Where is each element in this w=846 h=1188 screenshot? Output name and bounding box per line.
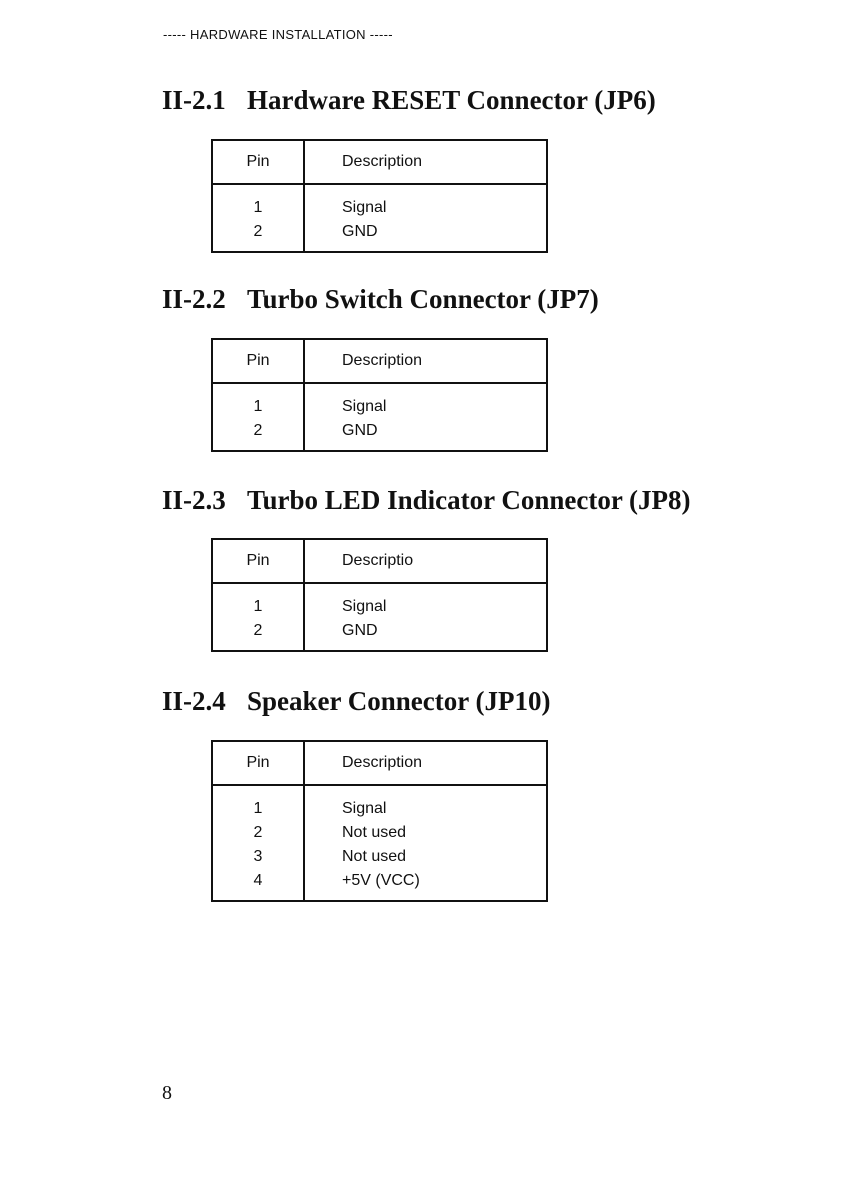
header-description: Description	[342, 153, 423, 170]
pin-cell: 1	[253, 199, 263, 216]
pin-table-jp10: Pin Description 1 2 3 4 Signal Not used …	[211, 740, 548, 902]
header-pin: Pin	[213, 742, 305, 784]
pin-cell: 1	[253, 598, 263, 615]
header-description: Descriptio	[342, 552, 414, 569]
pin-cell: 3	[253, 848, 263, 865]
table-body: 1 2 Signal GND	[213, 584, 546, 650]
section-heading-jp7: II-2.2 Turbo Switch Connector (JP7)	[162, 284, 599, 315]
header-description: Description	[342, 754, 423, 771]
pin-cell: 1	[253, 800, 263, 817]
header-description: Description	[342, 352, 423, 369]
table-header-row: Pin Descriptio	[213, 540, 546, 584]
pin-cell: 2	[253, 223, 263, 240]
description-cell: Signal	[342, 598, 387, 615]
section-title: Speaker Connector (JP10)	[247, 686, 551, 716]
description-cell: Signal	[342, 800, 387, 817]
page-number: 8	[162, 1082, 172, 1104]
description-cell: GND	[342, 622, 378, 639]
description-cell: Not used	[342, 848, 407, 865]
section-number: II-2.3	[162, 485, 226, 515]
description-cell: Signal	[342, 398, 387, 415]
table-body: 1 2 Signal GND	[213, 384, 546, 450]
table-body: 1 2 Signal GND	[213, 185, 546, 251]
running-header: ----- HARDWARE INSTALLATION -----	[163, 27, 393, 42]
description-column: Signal GND	[305, 384, 546, 450]
section-title: Turbo LED Indicator Connector (JP8)	[247, 485, 691, 515]
pin-column: 1 2	[213, 185, 305, 251]
header-pin: Pin	[213, 141, 305, 183]
pin-cell: 2	[253, 622, 263, 639]
pin-cell: 2	[253, 422, 263, 439]
pin-cell: 4	[253, 872, 263, 889]
description-column: Signal Not used Not used +5V (VCC)	[305, 786, 546, 900]
description-column: Signal GND	[305, 584, 546, 650]
pin-table-jp7: Pin Description 1 2 Signal GND	[211, 338, 548, 452]
section-number: II-2.1	[162, 85, 226, 115]
pin-column: 1 2	[213, 584, 305, 650]
section-heading-jp10: II-2.4 Speaker Connector (JP10)	[162, 686, 550, 717]
description-cell: GND	[342, 422, 378, 439]
pin-table-jp8: Pin Descriptio 1 2 Signal GND	[211, 538, 548, 652]
table-header-row: Pin Description	[213, 742, 546, 786]
description-column: Signal GND	[305, 185, 546, 251]
pin-column: 1 2 3 4	[213, 786, 305, 900]
section-number: II-2.2	[162, 284, 226, 314]
header-pin: Pin	[213, 540, 305, 582]
table-header-row: Pin Description	[213, 141, 546, 185]
pin-cell: 2	[253, 824, 263, 841]
pin-column: 1 2	[213, 384, 305, 450]
section-heading-jp6: II-2.1 Hardware RESET Connector (JP6)	[162, 85, 656, 116]
section-number: II-2.4	[162, 686, 226, 716]
description-cell: Not used	[342, 824, 407, 841]
section-title: Turbo Switch Connector (JP7)	[247, 284, 599, 314]
description-cell: GND	[342, 223, 378, 240]
section-heading-jp8: II-2.3 Turbo LED Indicator Connector (JP8…	[162, 485, 691, 516]
section-title: Hardware RESET Connector (JP6)	[247, 85, 656, 115]
table-body: 1 2 3 4 Signal Not used Not used +5V (VC…	[213, 786, 546, 900]
description-cell: Signal	[342, 199, 387, 216]
pin-table-jp6: Pin Description 1 2 Signal GND	[211, 139, 548, 253]
table-header-row: Pin Description	[213, 340, 546, 384]
description-cell: +5V (VCC)	[342, 872, 420, 889]
pin-cell: 1	[253, 398, 263, 415]
header-pin: Pin	[213, 340, 305, 382]
